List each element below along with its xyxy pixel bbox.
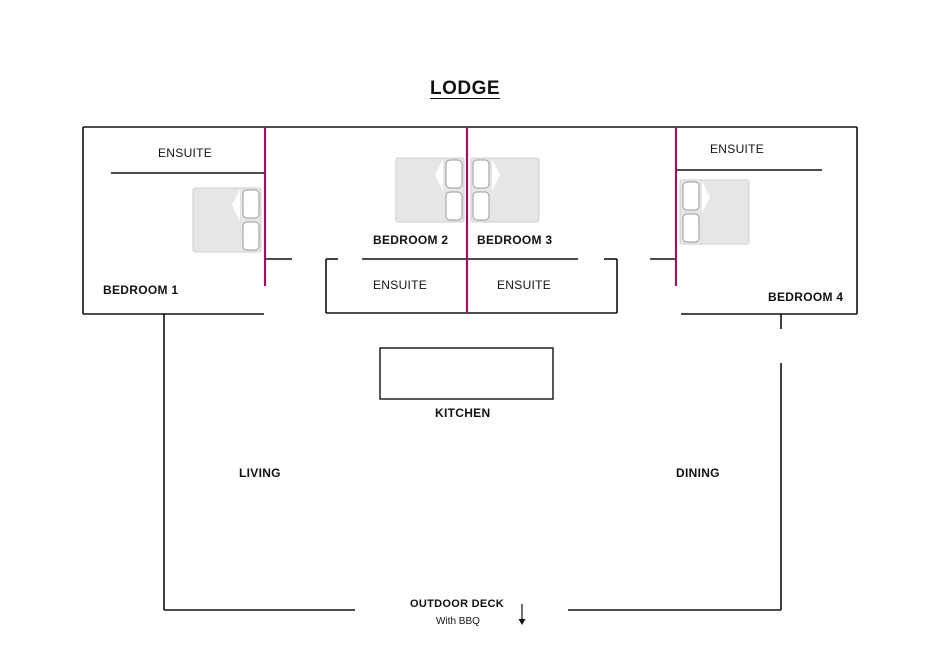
outdoor-deck-note: With BBQ: [436, 616, 480, 627]
bed-icon: [679, 179, 750, 245]
dining-label: DINING: [676, 466, 720, 480]
partition-walls: [263, 127, 678, 313]
arrow-down-icon: [518, 604, 526, 625]
ensuite-label-1: ENSUITE: [158, 146, 213, 160]
bed-icon: [470, 157, 540, 223]
plan-title: LODGE: [430, 78, 501, 99]
living-walls: [163, 314, 782, 611]
bed-icon: [395, 157, 465, 223]
ensuite-label-4: ENSUITE: [710, 142, 765, 156]
kitchen-bench: [379, 347, 554, 400]
living-label: LIVING: [239, 466, 281, 480]
bedroom-3-label: BEDROOM 3: [477, 233, 553, 247]
ensuite-walls: [111, 169, 822, 314]
ensuite-label-3: ENSUITE: [497, 278, 552, 292]
ensuite-label-2: ENSUITE: [373, 278, 428, 292]
kitchen-label: KITCHEN: [435, 406, 491, 420]
bedroom-1-label: BEDROOM 1: [103, 283, 179, 297]
bedroom-2-label: BEDROOM 2: [373, 233, 449, 247]
outer-walls: [82, 126, 858, 315]
bedroom-4-label: BEDROOM 4: [768, 290, 844, 304]
bed-icon: [192, 187, 262, 253]
outdoor-deck-label: OUTDOOR DECK: [410, 598, 505, 610]
